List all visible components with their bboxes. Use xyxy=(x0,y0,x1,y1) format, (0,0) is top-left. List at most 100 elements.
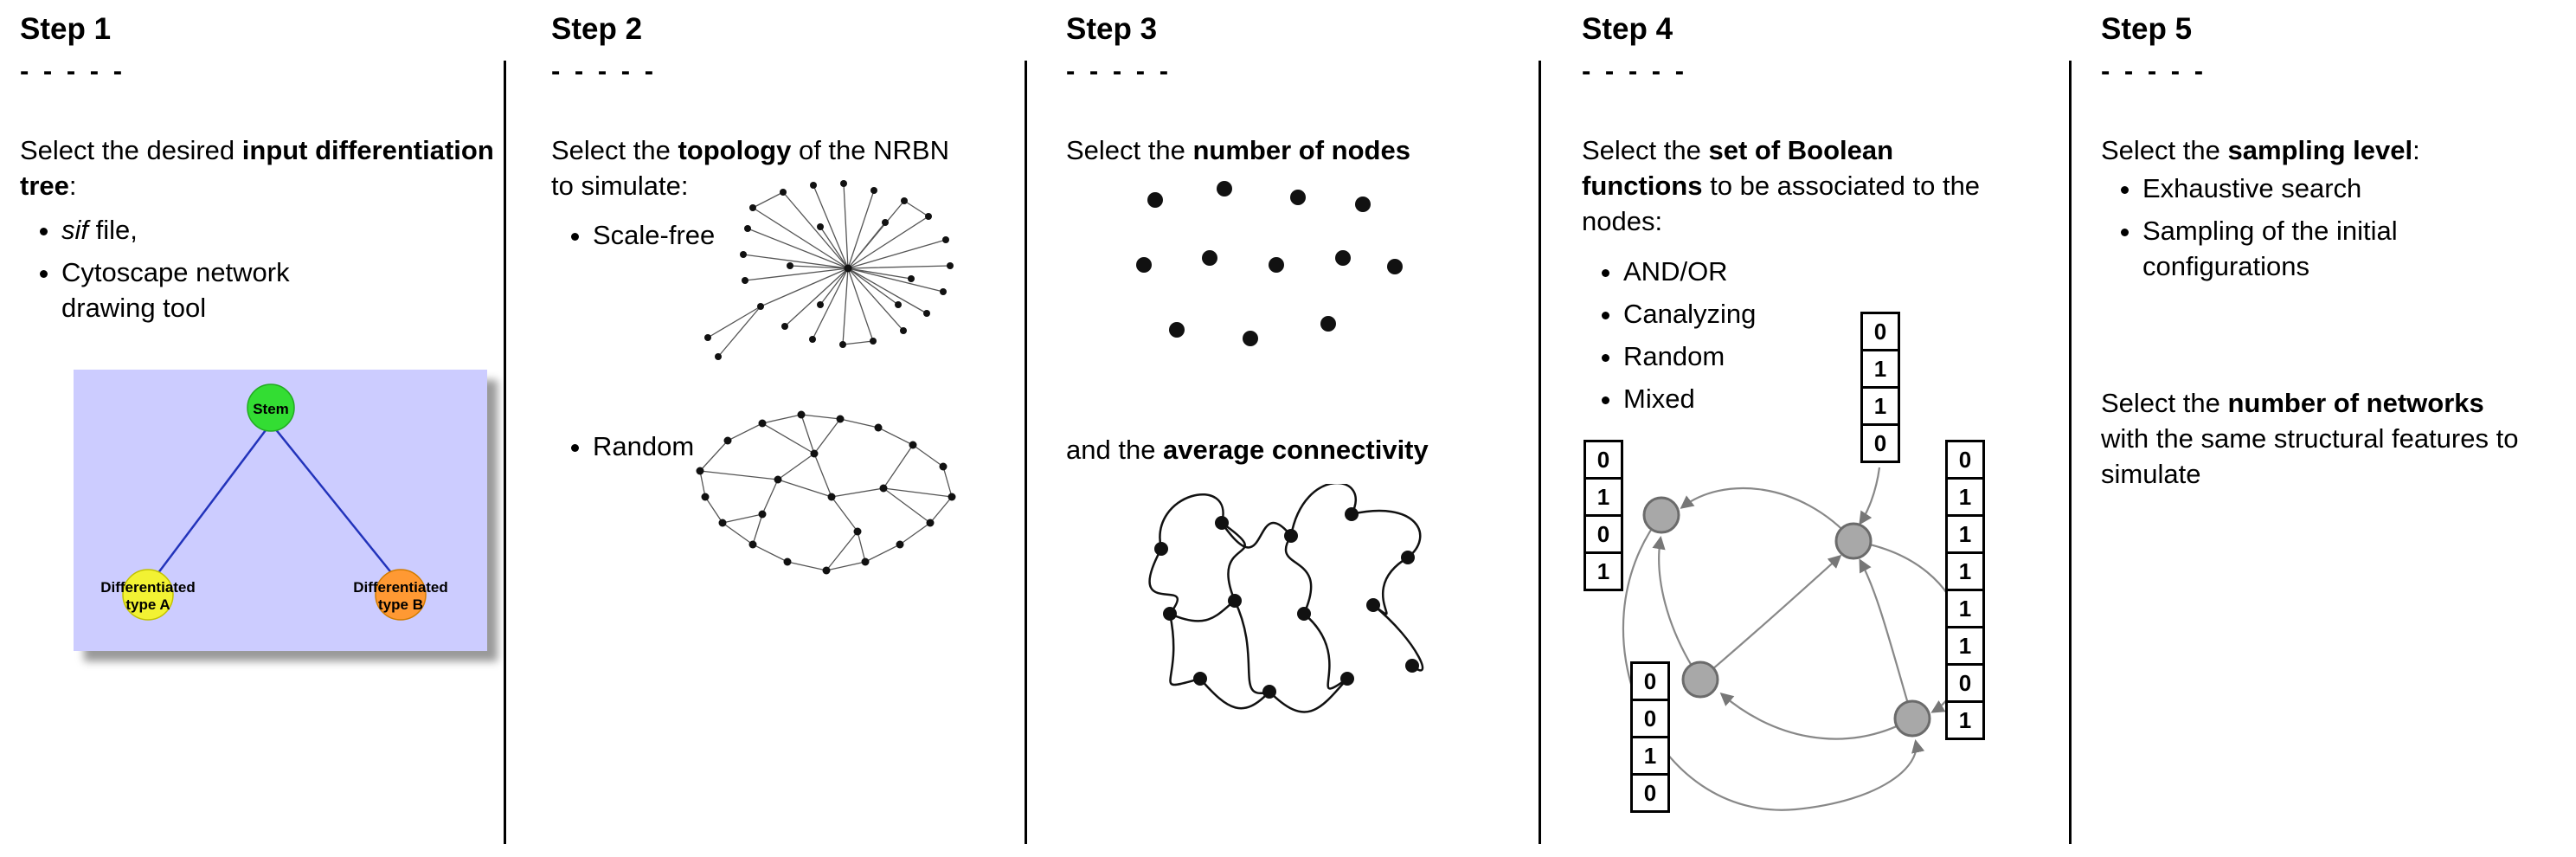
step1-dashes: - - - - - xyxy=(20,55,126,86)
step2-intro-post: of the NRBN to simulate: xyxy=(551,135,949,201)
truth-table-cell: 1 xyxy=(1945,626,1985,666)
step3-dashes: - - - - - xyxy=(1066,55,1172,86)
type-a-label-line1: Differentiated xyxy=(100,579,196,596)
truth-table-cell: 0 xyxy=(1860,312,1900,351)
differentiation-tree-svg: Stem Differentiated type A Differentiate… xyxy=(74,370,487,651)
type-b-label-line2: type B xyxy=(378,596,423,613)
step3-line1: Select the number of nodes xyxy=(1066,133,1538,169)
truth-table-cell: 1 xyxy=(1945,589,1985,628)
connectivity-nodes xyxy=(1154,507,1419,699)
node-dots xyxy=(1136,181,1403,346)
step1-heading: Step 1 xyxy=(20,12,112,46)
step3-line2-pre: and the xyxy=(1066,435,1164,465)
truth-table-left: 0 1 0 1 xyxy=(1584,440,1623,591)
truth-table-cell: 1 xyxy=(1630,736,1670,776)
random-network-edges xyxy=(699,414,953,571)
boolean-network-svg xyxy=(1622,467,1966,811)
gene-node-2 xyxy=(1834,522,1873,560)
nodes-dots-graphic xyxy=(1136,181,1403,346)
type-b-node xyxy=(375,569,427,621)
step5-intro-bold: sampling level xyxy=(2227,135,2413,165)
step3-heading: Step 3 xyxy=(1066,12,1158,46)
step1-intro-post: : xyxy=(68,170,77,201)
step4-intro-pre: Select the xyxy=(1582,135,1709,165)
bullet-scale-free: Scale-free xyxy=(593,218,816,254)
step5-bullet-list: Exhaustive search Sampling of the initia… xyxy=(2106,171,2504,292)
step2-intro-bold: topology xyxy=(678,135,792,165)
type-a-label-line2: type A xyxy=(125,596,170,613)
step2-bullet-random-list: Random xyxy=(556,429,816,472)
truth-table-cell: 0 xyxy=(1584,514,1623,554)
tree-edge-b xyxy=(270,422,401,585)
step5-intro-pre: Select the xyxy=(2101,135,2228,165)
truth-table-bottom-left: 0 0 1 0 xyxy=(1630,661,1670,813)
step4-intro-post: to be associated to the nodes: xyxy=(1582,170,1981,236)
gene-node-1 xyxy=(1642,496,1680,534)
step5-para2-post: with the same structural features to sim… xyxy=(2101,422,2519,489)
truth-table-cell: 1 xyxy=(1945,551,1985,591)
step2-intro-pre: Select the xyxy=(551,135,678,165)
random-network-graphic xyxy=(696,410,956,575)
scale-free-nodes xyxy=(704,180,954,360)
sif-italic-text: sif xyxy=(61,215,88,245)
truth-table-cell: 0 xyxy=(1860,423,1900,463)
step5-dashes: - - - - - xyxy=(2101,55,2207,86)
step3-line1-bold: number of nodes xyxy=(1192,135,1410,165)
step3-line2: and the average connectivity xyxy=(1066,433,1538,468)
scale-free-network-graphic xyxy=(704,180,954,360)
step1-intro-pre: Select the desired xyxy=(20,135,242,165)
tree-edge-a xyxy=(149,422,272,585)
bullet-sampling-initial: Sampling of the initial configurations xyxy=(2142,214,2504,285)
step2-bullet-scale-free-list: Scale-free xyxy=(556,218,816,261)
column-divider-4 xyxy=(2069,61,2072,844)
boolean-network-arrows xyxy=(1622,467,1966,811)
step5-paragraph2: Select the number of networks with the s… xyxy=(2101,386,2525,493)
step5-para2-bold: number of networks xyxy=(2227,388,2484,418)
step3-line2-bold: average connectivity xyxy=(1163,435,1429,465)
stem-node xyxy=(247,383,295,432)
step4-bullet-list: AND/OR Canalyzing Random Mixed xyxy=(1587,255,1864,424)
step5-heading: Step 5 xyxy=(2101,12,2193,46)
connectivity-graphic xyxy=(1148,484,1424,713)
step1-intro-bold: input differentiation tree xyxy=(20,135,494,201)
stem-label: Stem xyxy=(253,401,289,417)
truth-table-cell: 0 xyxy=(1945,440,1985,480)
truth-table-cell: 0 xyxy=(1630,661,1670,701)
gene-node-4 xyxy=(1893,699,1931,738)
type-b-label-line1: Differentiated xyxy=(353,579,448,596)
truth-table-cell: 1 xyxy=(1584,551,1623,591)
truth-table-cell: 1 xyxy=(1945,477,1985,517)
bullet-random-functions: Random xyxy=(1623,339,1864,375)
gene-node-3 xyxy=(1681,660,1719,699)
column-divider-1 xyxy=(504,61,506,844)
column-divider-2 xyxy=(1025,61,1027,844)
truth-table-right: 0 1 1 1 1 1 0 1 xyxy=(1945,440,1985,740)
truth-table-top: 0 1 1 0 xyxy=(1860,312,1900,463)
sif-rest-text: file, xyxy=(88,215,138,245)
bullet-and-or: AND/OR xyxy=(1623,255,1864,290)
step4-dashes: - - - - - xyxy=(1582,55,1688,86)
step5-intro-post: : xyxy=(2412,135,2420,165)
truth-table-cell: 1 xyxy=(1860,349,1900,389)
bullet-mixed: Mixed xyxy=(1623,382,1864,417)
step1-intro: Select the desired input differentiation… xyxy=(20,133,494,204)
truth-table-cell: 0 xyxy=(1630,699,1670,738)
truth-table-cell: 1 xyxy=(1945,700,1985,740)
type-a-node xyxy=(122,569,174,621)
connectivity-edges xyxy=(1148,484,1424,713)
bullet-sif-file: sif file, xyxy=(61,213,319,248)
bullet-canalyzing: Canalyzing xyxy=(1623,297,1864,332)
step1-bullet-list: sif file, Cytoscape network drawing tool xyxy=(25,213,319,333)
truth-table-cell: 0 xyxy=(1584,440,1623,480)
step5-para2-pre: Select the xyxy=(2101,388,2228,418)
step5-intro: Select the sampling level: xyxy=(2101,133,2573,169)
step2-heading: Step 2 xyxy=(551,12,643,46)
truth-table-cell: 1 xyxy=(1860,386,1900,426)
truth-table-cell: 1 xyxy=(1945,514,1985,554)
step2-intro: Select the topology of the NRBN to simul… xyxy=(551,133,975,204)
bullet-exhaustive-search: Exhaustive search xyxy=(2142,171,2504,207)
truth-table-cell: 0 xyxy=(1945,663,1985,703)
bullet-random: Random xyxy=(593,429,816,465)
bullet-cytoscape: Cytoscape network drawing tool xyxy=(61,255,319,326)
